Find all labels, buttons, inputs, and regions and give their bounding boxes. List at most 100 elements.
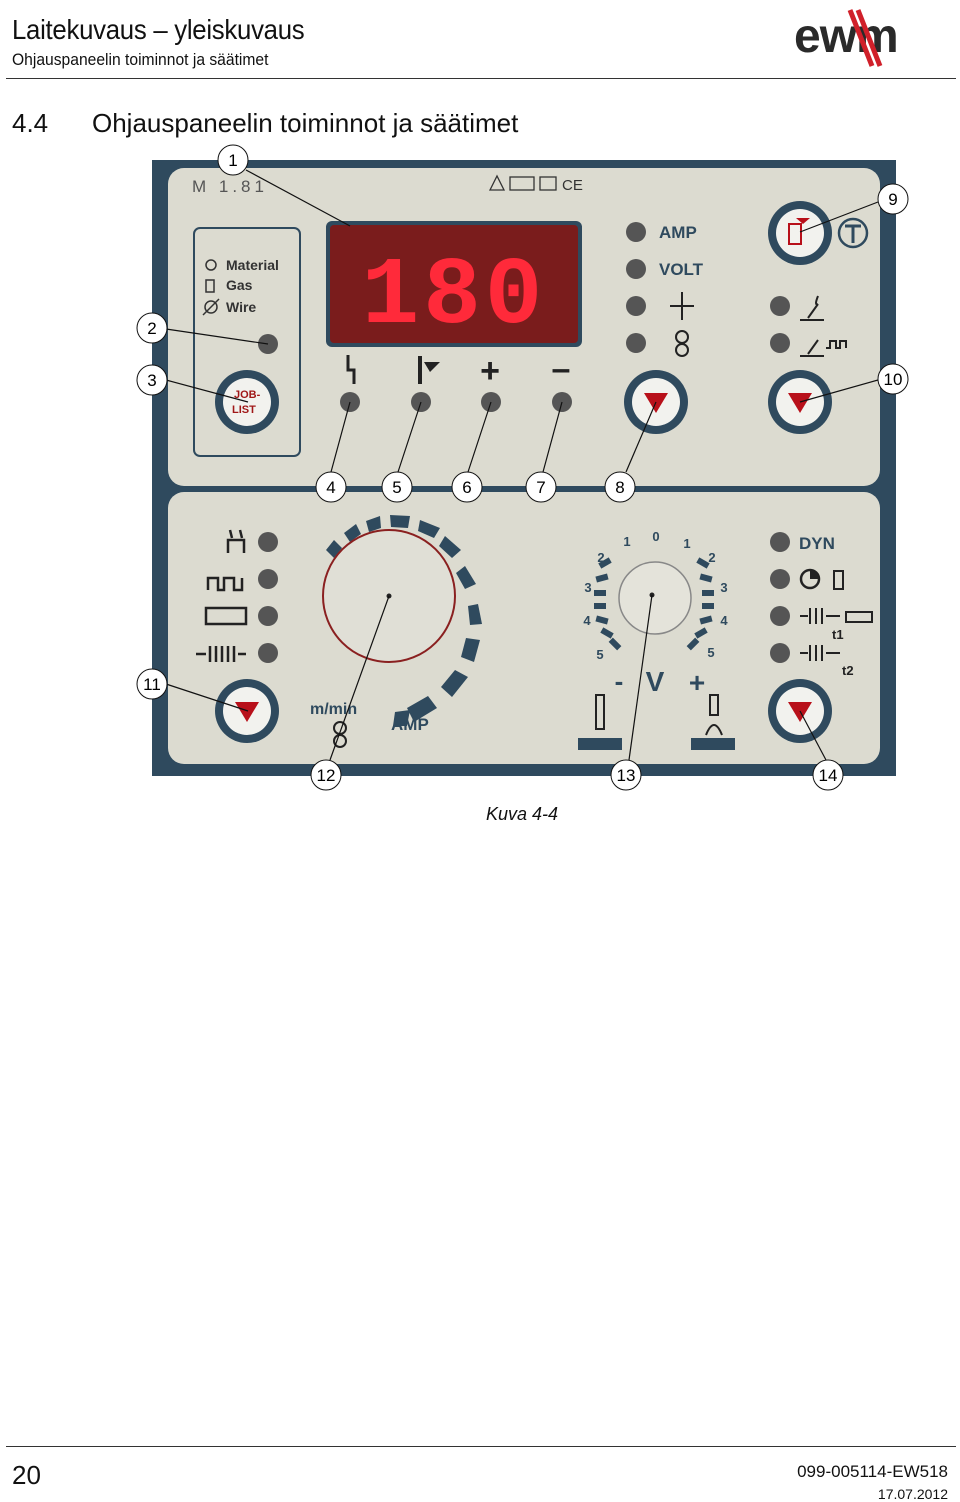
voltage-correction-knob[interactable] — [618, 561, 692, 635]
thickness-led — [626, 296, 646, 316]
header-rule — [6, 78, 956, 79]
display-screen — [330, 225, 578, 343]
callout-13: 13 — [610, 759, 642, 791]
interval-led — [770, 643, 790, 663]
callout-5: 5 — [381, 471, 413, 503]
gas-test-button[interactable] — [768, 201, 832, 265]
mode-led-4 — [258, 643, 278, 663]
wire-threading-icon — [837, 217, 869, 249]
joblist-gas-label: Gas — [226, 277, 253, 293]
callout-11: 11 — [136, 668, 168, 700]
gas-postflow-icon — [799, 568, 844, 590]
svg-text:8: 8 — [615, 478, 624, 497]
joblist-button-label-1: JOB- — [234, 389, 261, 401]
scale-left-1: 1 — [623, 534, 630, 549]
svg-text:13: 13 — [617, 766, 636, 785]
joblist-material-label: Material — [226, 257, 279, 273]
plus-symbol: + — [480, 352, 500, 390]
voltage-label: V — [646, 666, 665, 697]
voltage-minus: - — [615, 666, 624, 696]
svg-text:7: 7 — [536, 478, 545, 497]
spot-welding-icon — [800, 608, 873, 624]
callout-4: 4 — [315, 471, 347, 503]
voltage-scale-ticks — [594, 557, 714, 651]
scale-0: 0 — [652, 529, 659, 544]
amp-led — [626, 222, 646, 242]
svg-text:CE: CE — [562, 177, 583, 194]
dyn-label: DYN — [799, 534, 835, 553]
wire-speed-scale — [326, 515, 482, 726]
t2-label: t2 — [842, 663, 854, 678]
torch-pulse-icon — [800, 339, 847, 357]
svg-text:6: 6 — [462, 478, 471, 497]
mode-led-1 — [258, 532, 278, 552]
wire-feed-icon — [205, 259, 217, 271]
callout-10: 10 — [877, 363, 909, 395]
svg-text:5: 5 — [392, 478, 401, 497]
joblist-wire-label: Wire — [226, 299, 256, 315]
callout-14: 14 — [812, 759, 844, 791]
callout-1: 1 — [217, 144, 249, 176]
section-title: Ohjauspaneelin toiminnot ja säätimet — [92, 108, 519, 138]
callout-6: 6 — [451, 471, 483, 503]
svg-text:11: 11 — [143, 675, 161, 694]
svg-text:3: 3 — [147, 371, 156, 390]
gas-flow-led — [770, 569, 790, 589]
torch-led-2 — [770, 333, 790, 353]
dyn-led — [770, 532, 790, 552]
page-header-subtitle: Ohjauspaneelin toiminnot ja säätimet — [12, 50, 269, 69]
section-number: 4.4 — [12, 108, 49, 138]
page-number: 20 — [12, 1460, 41, 1490]
callout-leaders — [165, 169, 879, 761]
t1-label: t1 — [832, 627, 844, 642]
callout-markers: 1 2 3 4 5 6 7 8 9 10 11 12 13 14 — [136, 144, 909, 791]
document-number: 099-005114-EW518 — [797, 1462, 948, 1481]
svg-text:1: 1 — [228, 151, 237, 170]
joblist-button-label-2: LIST — [232, 404, 256, 416]
arc-symbol-icon — [346, 355, 356, 384]
callout-8: 8 — [604, 471, 636, 503]
joblist-box — [193, 227, 301, 457]
wire-feed-speed-icon — [675, 330, 689, 357]
logo-text: ewm — [794, 10, 898, 63]
scale-right-2: 2 — [708, 550, 715, 565]
diameter-icon — [204, 300, 218, 314]
wire-speed-icon — [333, 721, 347, 748]
amp-label: AMP — [659, 223, 697, 242]
volt-led — [626, 259, 646, 279]
arc-length-icon — [418, 356, 440, 384]
section-heading: 4.4 Ohjauspaneelin toiminnot ja säätimet — [12, 108, 518, 139]
scale-left-3: 3 — [584, 580, 591, 595]
footer-rule — [6, 1446, 956, 1447]
amp-scale-label: AMP — [391, 715, 429, 734]
scale-right-4: 4 — [720, 613, 728, 628]
certification-icons: CE — [488, 174, 583, 194]
interval-welding-icon — [800, 645, 840, 661]
wire-speed-unit: m/min — [310, 701, 357, 718]
callout-12: 12 — [310, 759, 342, 791]
mode-led-3 — [258, 606, 278, 626]
torch-mode-icon-1 — [800, 295, 824, 321]
operating-mode-icons — [196, 529, 248, 662]
callout-9: 9 — [877, 183, 909, 215]
scale-left-4: 4 — [583, 613, 591, 628]
model-label: M 1.81 — [192, 177, 268, 196]
page-header-title: Laitekuvaus – yleiskuvaus — [12, 14, 305, 45]
scale-right-5: 5 — [707, 645, 714, 660]
svg-text:12: 12 — [317, 766, 336, 785]
volt-label: VOLT — [659, 260, 704, 279]
svg-text:14: 14 — [819, 766, 838, 785]
minus-symbol: – — [552, 350, 571, 388]
document-date: 17.07.2012 — [877, 1486, 948, 1502]
figure-caption: Kuva 4-4 — [486, 804, 559, 824]
callout-3: 3 — [136, 364, 168, 396]
torch-led-1 — [770, 296, 790, 316]
svg-text:4: 4 — [326, 478, 335, 497]
gas-bottle-icon — [205, 279, 215, 293]
display-value: 180 — [362, 242, 547, 351]
soft-arc-icon — [691, 694, 735, 750]
callout-7: 7 — [525, 471, 557, 503]
control-panel-figure: M 1.81 CE Material Gas Wire JOB- LIST 18… — [136, 144, 909, 791]
mode-led-2 — [258, 569, 278, 589]
scale-right-1: 1 — [683, 536, 690, 551]
